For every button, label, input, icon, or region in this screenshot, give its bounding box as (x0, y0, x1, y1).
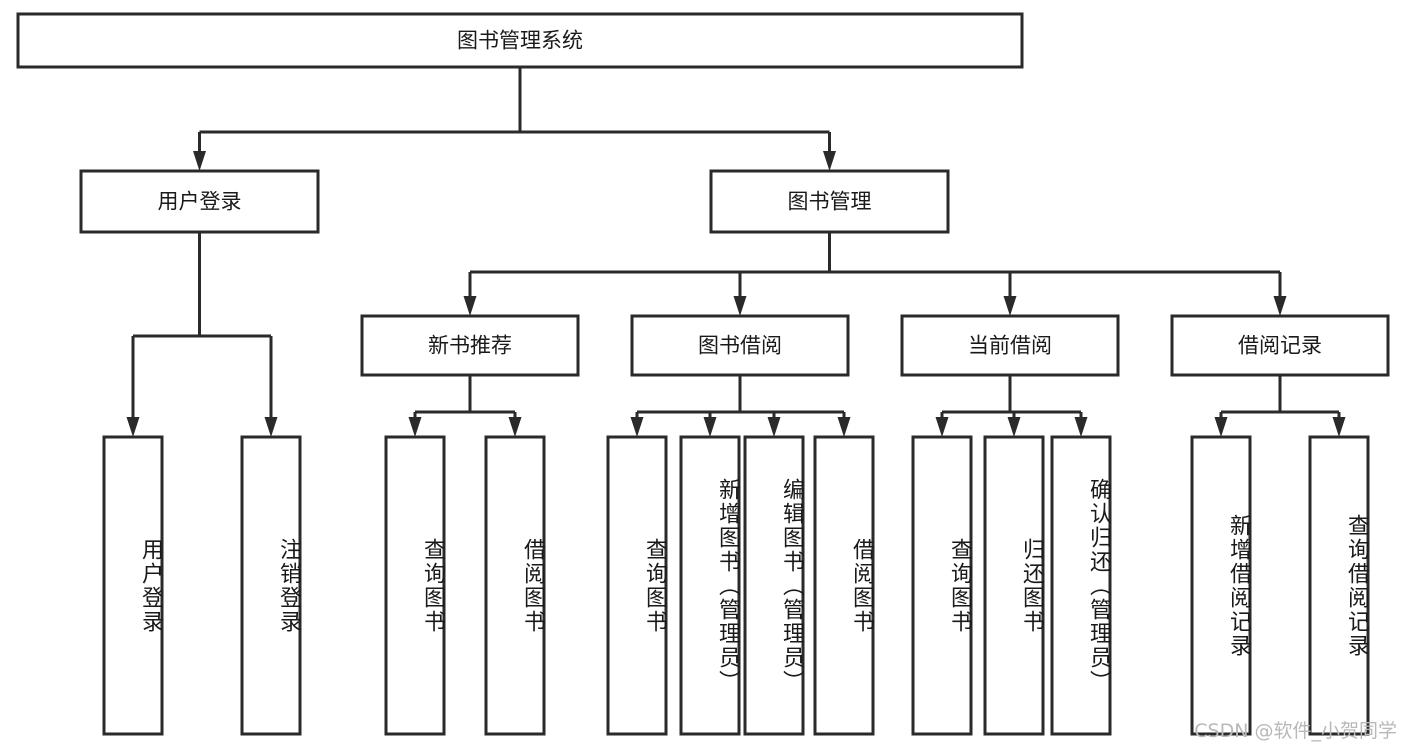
node-leaf-10-rect (1050, 435, 1112, 736)
node-level2-0[interactable]: 用户登录 (79, 169, 320, 234)
node-leaf-9[interactable] (983, 435, 1045, 736)
arrow-down-leaf-1-1 (508, 417, 522, 437)
arrow-down-level2-0 (193, 151, 206, 171)
arrow-down-leaf-1-0 (408, 417, 422, 437)
node-level3-3-rect (1170, 314, 1390, 377)
node-level2-1[interactable]: 图书管理 (709, 169, 950, 234)
node-level2-0-rect (79, 169, 320, 234)
node-leaf-12[interactable] (1308, 435, 1370, 736)
arrow-down-level3-3 (1273, 296, 1287, 316)
node-leaf-9-rect (983, 435, 1045, 736)
node-level2-1-label: 图书管理 (788, 190, 872, 214)
node-level3-0-rect (360, 314, 580, 377)
node-leaf-5[interactable] (679, 435, 741, 736)
node-leaf-6-rect (743, 435, 805, 736)
node-leaf-12-rect (1308, 435, 1370, 736)
arrow-down-level3-1 (733, 296, 747, 316)
node-leaf-1[interactable] (240, 435, 302, 736)
node-leaf-5-rect (679, 435, 741, 736)
node-leaf-2[interactable] (384, 435, 446, 736)
node-level3-0[interactable]: 新书推荐 (360, 314, 580, 377)
arrow-down-level3-2 (1003, 296, 1017, 316)
node-level3-3-label: 借阅记录 (1238, 334, 1322, 358)
node-level3-1[interactable]: 图书借阅 (630, 314, 850, 377)
node-leaf-0[interactable] (102, 435, 164, 736)
arrow-down-leaf-0-0 (126, 417, 140, 437)
node-leaf-3-rect (484, 435, 546, 736)
node-leaf-0-rect (102, 435, 164, 736)
node-leaf-6[interactable] (743, 435, 805, 736)
node-leaf-7[interactable] (813, 435, 875, 736)
arrow-down-leaf-4-1 (1332, 417, 1346, 437)
arrow-down-leaf-3-1 (1007, 417, 1021, 437)
arrow-down-leaf-2-0 (630, 417, 644, 437)
node-leaf-4-rect (606, 435, 668, 736)
arrow-down-level2-1 (823, 151, 836, 171)
node-level3-2-label: 当前借阅 (968, 334, 1052, 358)
node-root-rect (16, 12, 1024, 69)
node-level2-0-label: 用户登录 (158, 190, 242, 214)
arrow-down-leaf-0-1 (264, 417, 278, 437)
node-leaf-10[interactable] (1050, 435, 1112, 736)
arrow-down-leaf-2-3 (837, 417, 851, 437)
node-leaf-7-rect (813, 435, 875, 736)
node-leaf-4[interactable] (606, 435, 668, 736)
node-leaf-3[interactable] (484, 435, 546, 736)
arrow-down-leaf-3-2 (1074, 417, 1088, 437)
arrow-down-leaf-2-1 (703, 417, 717, 437)
node-level3-0-label: 新书推荐 (428, 334, 512, 358)
node-level2-1-rect (709, 169, 950, 234)
arrow-down-leaf-3-0 (935, 417, 949, 437)
node-root[interactable]: 图书管理系统 (16, 12, 1024, 69)
node-level3-1-rect (630, 314, 850, 377)
node-leaf-11[interactable] (1190, 435, 1252, 736)
arrow-down-level3-0 (463, 296, 477, 316)
connectors-layer (126, 67, 1346, 437)
node-root-label: 图书管理系统 (457, 29, 583, 53)
arrow-down-leaf-2-2 (767, 417, 781, 437)
node-level3-3[interactable]: 借阅记录 (1170, 314, 1390, 377)
node-leaf-2-rect (384, 435, 446, 736)
node-level3-2-rect (900, 314, 1120, 377)
node-leaf-8-rect (911, 435, 973, 736)
arrow-down-leaf-4-0 (1214, 417, 1228, 437)
csdn-watermark: CSDN @软件_小贺同学 (1194, 720, 1397, 742)
node-leaf-1-rect (240, 435, 302, 736)
node-leaf-11-rect (1190, 435, 1252, 736)
node-leaf-8[interactable] (911, 435, 973, 736)
node-level3-2[interactable]: 当前借阅 (900, 314, 1120, 377)
node-level3-1-label: 图书借阅 (698, 334, 782, 358)
